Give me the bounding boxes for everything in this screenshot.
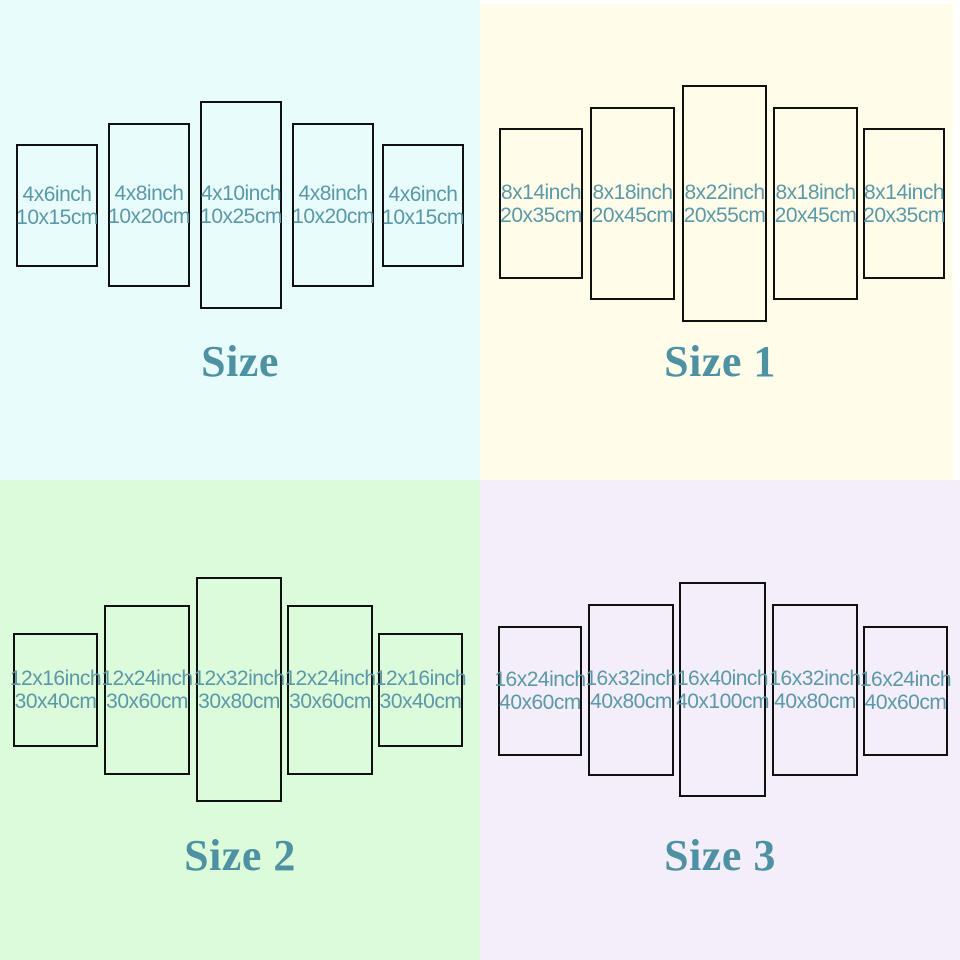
- canvas-panel: 16x32inch 40x80cm: [769, 604, 861, 776]
- canvas-panel: 16x40inch 40x100cm: [676, 582, 769, 797]
- panel-size-inch: 8x18inch: [592, 180, 673, 204]
- panel-size-label: 16x32inch 40x80cm: [585, 667, 677, 713]
- panel-size-inch: 4x8inch: [114, 182, 184, 205]
- panel-size-label: 12x24inch 30x60cm: [284, 667, 376, 713]
- canvas-panel: 16x24inch 40x60cm: [494, 626, 586, 756]
- panel-size-label: 16x40inch 40x100cm: [676, 667, 769, 713]
- panel-size-label: 8x14inch 20x35cm: [863, 181, 945, 227]
- canvas-panel: 4x10inch 10x25cm: [200, 101, 282, 309]
- panel-size-cm: 30x40cm: [379, 690, 462, 713]
- panel-size-cm: 30x80cm: [198, 689, 280, 713]
- canvas-panel: 12x24inch 30x60cm: [284, 605, 376, 775]
- canvas-panel: 16x24inch 40x60cm: [859, 626, 952, 756]
- canvas-panel: 8x22inch 20x55cm: [682, 85, 767, 322]
- canvas-panel: 8x18inch 20x45cm: [590, 107, 675, 300]
- canvas-panel: 12x24inch 30x60cm: [101, 605, 193, 775]
- panel-size-inch: 8x18inch: [775, 180, 856, 204]
- size-group-title: Size 1: [664, 337, 776, 386]
- canvas-panel: 12x32inch 30x80cm: [193, 577, 285, 802]
- size-group-title: Size 3: [664, 831, 776, 880]
- panel-size-label: 12x32inch 30x80cm: [193, 666, 285, 713]
- panel-size-inch: 16x24inch: [859, 668, 952, 691]
- panel-size-label: 4x8inch 10x20cm: [108, 182, 190, 228]
- panel-size-cm: 20x35cm: [500, 203, 582, 227]
- panel-size-inch: 4x8inch: [298, 182, 368, 205]
- panel-size-inch: 4x10inch: [200, 182, 282, 205]
- panel-size-inch: 4x6inch: [388, 182, 458, 206]
- panel-size-cm: 40x80cm: [774, 690, 856, 713]
- panel-size-inch: 16x32inch: [769, 667, 861, 690]
- panel-size-cm: 40x60cm: [864, 691, 947, 714]
- canvas-panel: 4x8inch 10x20cm: [292, 123, 374, 287]
- panel-size-label: 8x14inch 20x35cm: [500, 181, 582, 227]
- panel-size-inch: 12x16inch: [374, 667, 467, 690]
- panel-size-cm: 30x40cm: [14, 690, 97, 713]
- panel-size-label: 12x24inch 30x60cm: [101, 667, 193, 713]
- size-chart-quadrant-size-2: 12x16inch 30x40cm 12x24inch 30x60cm 12x3…: [0, 480, 480, 960]
- panel-size-cm: 10x15cm: [382, 205, 464, 229]
- size-chart-quadrant-size: 4x6inch 10x15cm 4x8inch 10x20cm 4x10inch…: [0, 0, 480, 480]
- panel-size-label: 8x18inch 20x45cm: [592, 181, 674, 227]
- panel-size-label: 8x22inch 20x55cm: [684, 181, 766, 227]
- canvas-panel: 12x16inch 30x40cm: [374, 633, 467, 747]
- panel-size-inch: 12x16inch: [9, 667, 102, 690]
- panel-size-cm: 40x60cm: [499, 691, 581, 714]
- size-group-title: Size: [201, 337, 279, 386]
- panel-size-label: 16x32inch 40x80cm: [769, 667, 861, 713]
- panel-size-label: 16x24inch 40x60cm: [859, 668, 952, 714]
- canvas-panel: 8x18inch 20x45cm: [773, 107, 858, 300]
- panel-size-cm: 10x20cm: [108, 205, 190, 228]
- panel-size-cm: 20x45cm: [774, 203, 857, 227]
- canvas-panel: 16x32inch 40x80cm: [585, 604, 677, 776]
- panel-size-label: 4x6inch 10x15cm: [16, 183, 98, 229]
- panel-size-cm: 40x80cm: [590, 690, 672, 713]
- canvas-panel: 12x16inch 30x40cm: [9, 633, 102, 747]
- panel-size-inch: 16x40inch: [676, 666, 769, 690]
- panel-size-label: 8x18inch 20x45cm: [775, 181, 857, 227]
- panel-size-label: 4x8inch 10x20cm: [292, 182, 374, 228]
- panel-size-inch: 16x24inch: [494, 668, 586, 691]
- canvas-panel: 8x14inch 20x35cm: [499, 128, 583, 279]
- panel-size-label: 12x16inch 30x40cm: [9, 667, 102, 713]
- canvas-panel: 4x8inch 10x20cm: [108, 123, 190, 287]
- panel-size-cm: 10x25cm: [200, 205, 282, 228]
- canvas-panel: 8x14inch 20x35cm: [863, 128, 945, 279]
- panel-size-label: 16x24inch 40x60cm: [494, 668, 586, 714]
- panel-size-cm: 10x20cm: [292, 205, 374, 228]
- panel-size-inch: 4x6inch: [22, 182, 92, 206]
- panel-size-cm: 30x60cm: [106, 690, 188, 713]
- panel-size-cm: 20x55cm: [683, 203, 766, 227]
- size-group-title: Size 2: [184, 831, 296, 880]
- panel-size-cm: 10x15cm: [16, 205, 98, 229]
- size-chart-quadrant-size-3: 16x24inch 40x60cm 16x32inch 40x80cm 16x4…: [480, 480, 960, 960]
- panel-size-cm: 20x35cm: [863, 203, 945, 227]
- panel-size-label: 4x10inch 10x25cm: [200, 182, 282, 228]
- panel-size-label: 4x6inch 10x15cm: [382, 183, 464, 229]
- size-chart-quadrant-size-1: 8x14inch 20x35cm 8x18inch 20x45cm 8x22in…: [480, 0, 960, 480]
- panel-size-cm: 30x60cm: [289, 690, 371, 713]
- panel-size-inch: 8x22inch: [684, 180, 765, 204]
- panel-size-inch: 12x32inch: [193, 666, 285, 690]
- panel-size-inch: 12x24inch: [284, 667, 376, 690]
- panel-size-cm: 40x100cm: [676, 689, 769, 713]
- canvas-panel: 4x6inch 10x15cm: [16, 144, 98, 267]
- panel-size-inch: 12x24inch: [101, 667, 193, 690]
- panel-size-label: 12x16inch 30x40cm: [374, 667, 467, 713]
- panel-size-inch: 16x32inch: [585, 667, 677, 690]
- canvas-panel: 4x6inch 10x15cm: [382, 144, 464, 267]
- panel-size-inch: 8x14inch: [863, 180, 945, 204]
- panel-size-inch: 8x14inch: [500, 180, 582, 204]
- panel-size-cm: 20x45cm: [591, 203, 674, 227]
